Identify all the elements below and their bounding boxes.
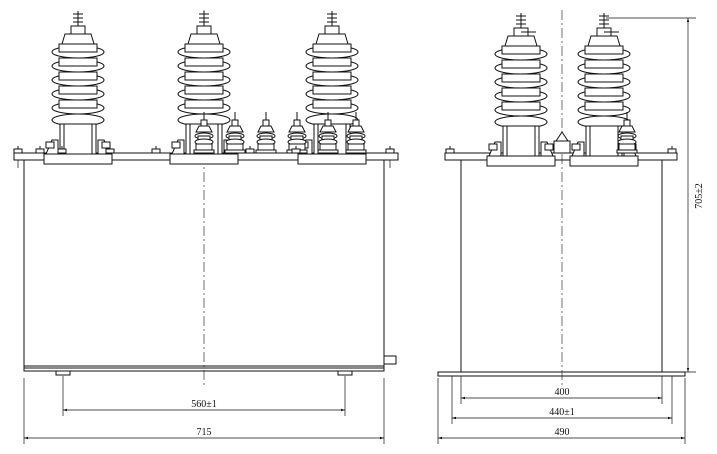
dim-front-mount-spacing: 560±1 (191, 399, 217, 410)
side-hv-bushing-1 (486, 12, 556, 167)
front-view: 560±1 715 (13, 10, 399, 444)
dim-side-mount-spacing: 440±1 (549, 407, 575, 418)
drain-valve (383, 355, 397, 365)
hv-bushing-a (43, 10, 113, 165)
front-mount-foot-left (55, 370, 71, 376)
dim-front-overall-length: 715 (197, 427, 212, 438)
lv-bushing-4 (286, 111, 308, 154)
dim-side-inner-spacing: 400 (555, 387, 570, 398)
dim-side-overall-width: 490 (555, 427, 570, 438)
lv-bushing-3 (255, 111, 277, 154)
side-tank-body (460, 159, 663, 373)
side-flange (444, 152, 678, 161)
front-mount-foot-right (337, 370, 353, 376)
dim-side-overall-height: 705±2 (694, 183, 705, 209)
side-center-fitting (555, 131, 569, 142)
side-view: 705±2 400 440±1 490 (437, 10, 705, 444)
